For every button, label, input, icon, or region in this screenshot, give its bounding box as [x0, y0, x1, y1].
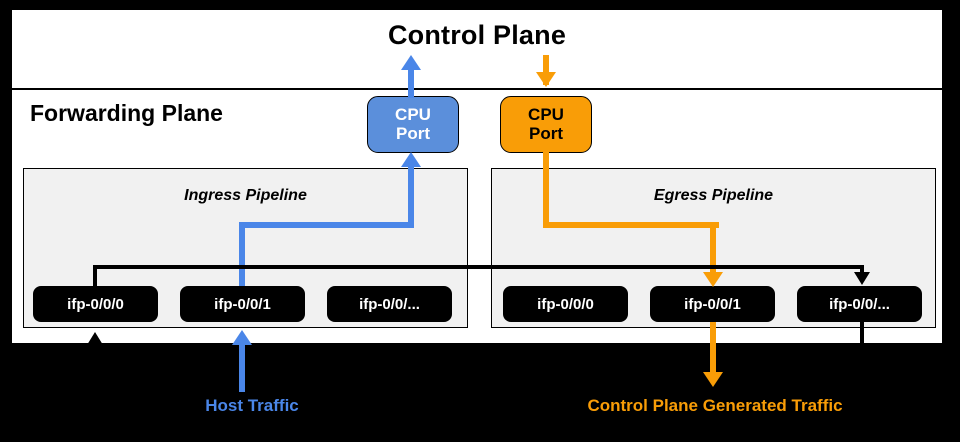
- cpu-port-ingress-line2: Port: [396, 123, 430, 143]
- ingress-port-ifp-0-0-0[interactable]: ifp-0/0/0: [33, 286, 158, 322]
- cp-traffic-to-port-line: [710, 222, 716, 276]
- host-traffic-entry-arrowhead: [232, 330, 252, 345]
- host-traffic-to-cpu-line: [408, 166, 414, 223]
- transit-horizontal: [93, 265, 864, 269]
- host-traffic-to-cpu-arrowhead: [401, 152, 421, 167]
- host-traffic-riser: [239, 222, 245, 286]
- legend-control-plane-generated-traffic: Control Plane Generated Traffic: [587, 396, 843, 415]
- egress-pipeline-label: Egress Pipeline: [653, 187, 774, 204]
- cpu-to-control-plane-line: [408, 68, 414, 98]
- egress-port-ifp-0-0-1[interactable]: ifp-0/0/1: [650, 286, 775, 322]
- host-traffic-entry-line: [239, 344, 245, 392]
- cpu-port-ingress[interactable]: CPU Port: [367, 96, 459, 153]
- cp-traffic-horizontal: [543, 222, 719, 228]
- cpu-to-control-plane-arrowhead: [401, 55, 421, 70]
- cpu-port-egress[interactable]: CPU Port: [500, 96, 592, 153]
- transit-to-port-arrowhead: [854, 272, 870, 285]
- forwarding-plane-title: Forwarding Plane: [30, 100, 223, 126]
- ingress-port-ifp-0-0-dots[interactable]: ifp-0/0/...: [327, 286, 452, 322]
- transit-entry-line: [93, 345, 97, 355]
- cp-traffic-exit-line: [710, 322, 716, 374]
- control-plane-to-cpu-line: [543, 55, 549, 85]
- cp-traffic-to-port-arrowhead: [703, 272, 723, 287]
- egress-port-ifp-0-0-dots[interactable]: ifp-0/0/...: [797, 286, 922, 322]
- cpu-port-ingress-line1: CPU: [395, 105, 431, 125]
- cpu-port-egress-line2: Port: [529, 123, 563, 143]
- transit-entry-arrowhead: [87, 332, 103, 345]
- transit-to-port-line: [860, 265, 864, 274]
- legend-host-traffic: Host Traffic: [205, 396, 299, 415]
- host-traffic-horizontal: [239, 222, 414, 228]
- transit-exit-line: [860, 322, 864, 346]
- control-plane-title: Control Plane: [387, 20, 567, 50]
- transit-riser: [93, 265, 97, 288]
- cp-traffic-downriser: [543, 152, 549, 228]
- ingress-pipeline-label: Ingress Pipeline: [184, 187, 307, 204]
- control-plane-to-cpu-arrowhead: [536, 72, 556, 87]
- cp-traffic-exit-arrowhead: [703, 372, 723, 387]
- ingress-port-ifp-0-0-1[interactable]: ifp-0/0/1: [180, 286, 305, 322]
- plane-divider: [10, 88, 944, 90]
- cpu-port-egress-line1: CPU: [528, 105, 564, 125]
- egress-port-ifp-0-0-0[interactable]: ifp-0/0/0: [503, 286, 628, 322]
